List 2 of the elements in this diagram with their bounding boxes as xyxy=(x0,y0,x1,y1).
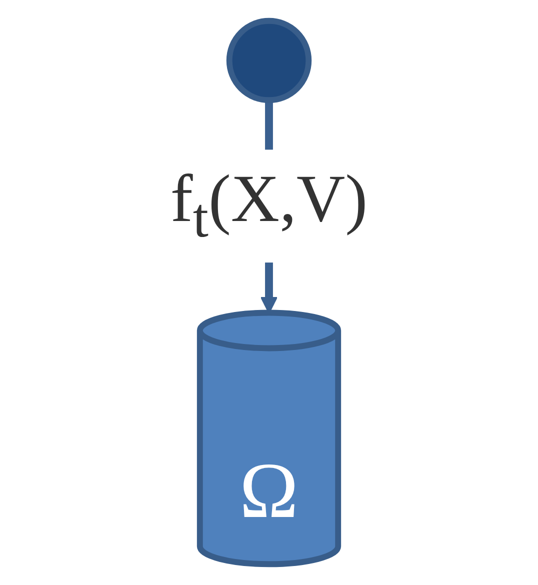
edge-label: f$_{t}$(X,V) xyxy=(170,164,368,250)
node-circle xyxy=(226,18,312,104)
